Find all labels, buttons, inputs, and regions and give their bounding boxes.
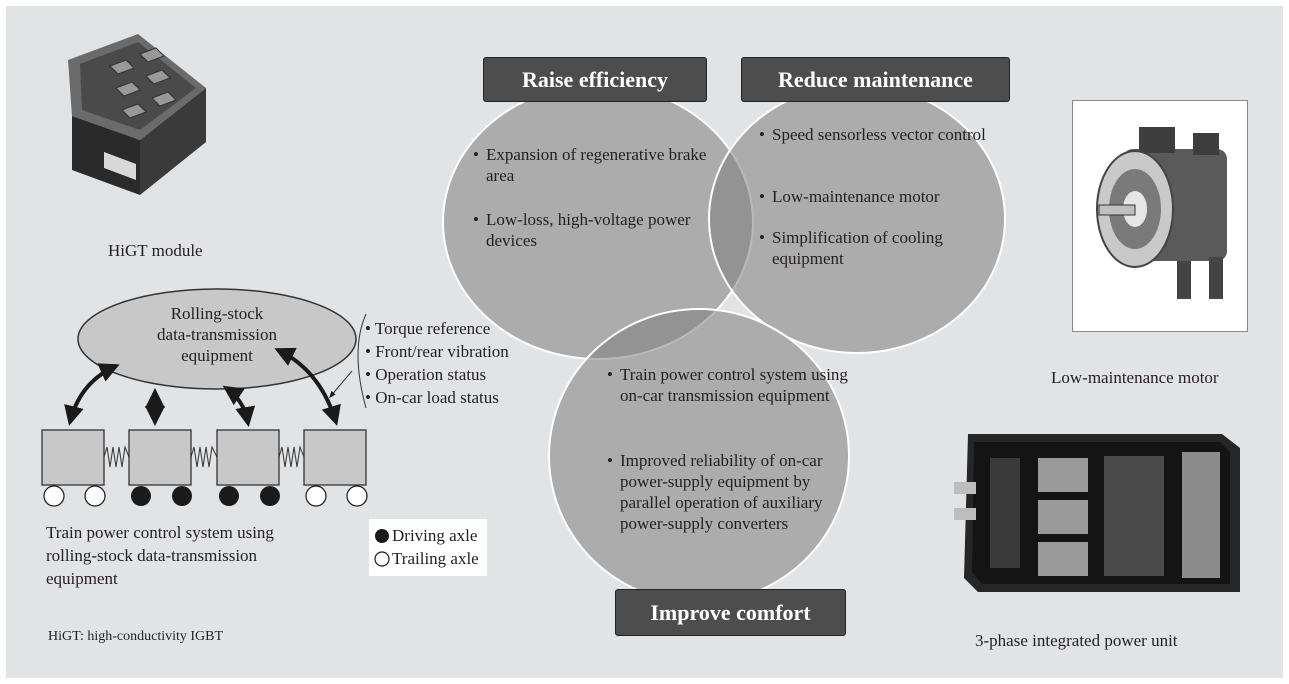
maintenance-item-1: •Speed sensorless vector control — [759, 125, 986, 144]
maintenance-item-2: •Low-maintenance motor — [759, 187, 940, 206]
link-arrow-car-1 — [64, 363, 120, 426]
link-arrow-car-3 — [222, 385, 256, 427]
trailing-axle-label: Trailing axle — [392, 549, 479, 568]
higt-module-caption: HiGT module — [108, 241, 203, 260]
efficiency-item-1: •Expansion of regenerative brake area — [473, 145, 707, 185]
power-unit-photo — [954, 428, 1246, 600]
driving-axle-label: Driving axle — [392, 526, 478, 545]
motor-photo — [1072, 100, 1248, 332]
axle-legend-symbols — [374, 529, 390, 567]
car-1 — [41, 429, 105, 486]
higt-module-drawing — [68, 34, 206, 195]
system-caption-line-3: equipment — [46, 569, 118, 588]
signal-item-3: • Operation status — [365, 365, 487, 384]
signals-bracket — [357, 313, 367, 409]
comfort-item-2: •Improved reliability of on-car power-su… — [607, 451, 823, 533]
footnote: HiGT: high-conductivity IGBT — [48, 629, 224, 644]
trailing-axle — [346, 485, 368, 507]
signal-item-1: • Torque reference — [365, 319, 491, 338]
ellipse-line-1: Rolling-stock — [170, 304, 264, 323]
coupler-3 — [278, 445, 305, 468]
coupler-2 — [190, 445, 218, 468]
car-4 — [303, 429, 367, 486]
axle-legend: Driving axle Trailing axle — [369, 519, 487, 576]
raise-efficiency-header: Raise efficiency — [483, 57, 707, 102]
comfort-item-1: •Train power control system using on-car… — [607, 365, 848, 405]
motor-caption: Low-maintenance motor — [1051, 368, 1219, 387]
system-caption-line-1: Train power control system using — [46, 523, 274, 542]
ellipse-line-2: data-transmission — [157, 325, 277, 344]
ellipse-line-3: equipment — [181, 346, 253, 365]
power-unit-drawing — [954, 434, 1240, 592]
driving-axle — [172, 486, 192, 506]
signals-pointer — [329, 370, 353, 399]
car-2 — [128, 429, 192, 486]
motor-drawing — [1096, 127, 1227, 299]
link-arrow-car-4 — [274, 347, 341, 426]
trailing-axle — [43, 485, 65, 507]
signal-item-4: • On-car load status — [365, 388, 499, 407]
maintenance-item-3: •Simplification of cooling equipment — [759, 228, 943, 268]
system-caption-line-2: rolling-stock data-transmission — [46, 546, 258, 565]
driving-axle — [219, 486, 239, 506]
trailing-axle — [305, 485, 327, 507]
driving-axle — [260, 486, 280, 506]
driving-axle-symbol — [375, 529, 389, 543]
trailing-axle-symbol — [374, 551, 390, 567]
trailing-axle — [84, 485, 106, 507]
car-3 — [216, 429, 280, 486]
coupler-1 — [103, 445, 130, 468]
signal-item-2: • Front/rear vibration — [365, 342, 509, 361]
reduce-maintenance-header: Reduce maintenance — [741, 57, 1010, 102]
driving-axle — [131, 486, 151, 506]
comfort-circle — [548, 308, 850, 604]
improve-comfort-header: Improve comfort — [615, 589, 846, 636]
power-unit-caption: 3-phase integrated power unit — [975, 631, 1178, 650]
efficiency-item-2: •Low-loss, high-voltage power devices — [473, 210, 691, 250]
higt-module-photo — [60, 30, 210, 200]
